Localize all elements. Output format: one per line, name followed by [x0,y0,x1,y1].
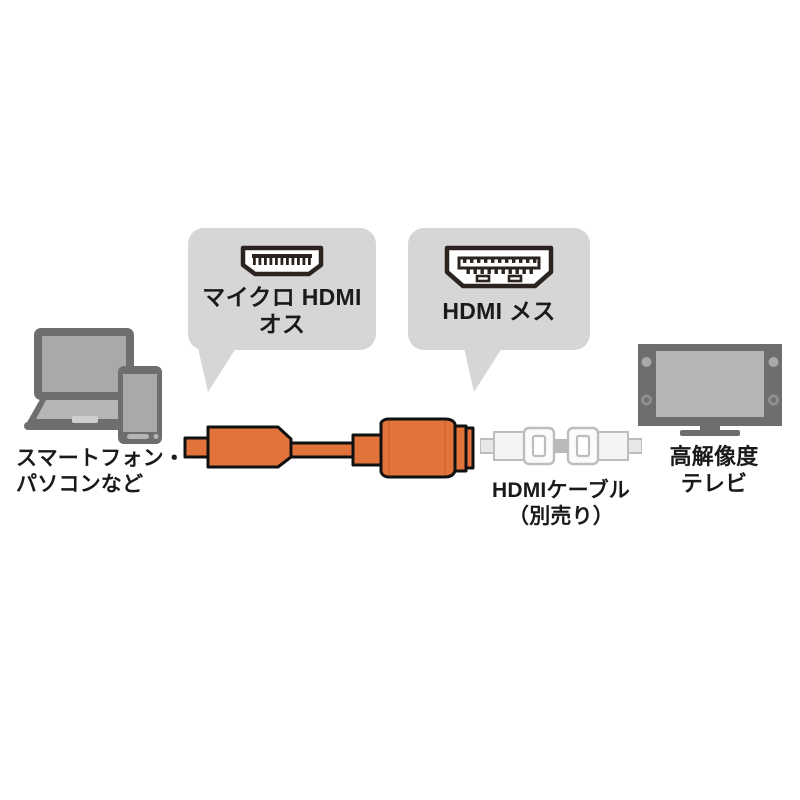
laptop-and-smartphone-illustration [24,328,162,444]
hdmi-cable-illustration [480,426,642,466]
bubble-body-micro-hdmi: マイクロ HDMI オス [188,228,376,350]
bubble-body-hdmi-female: HDMI メス [408,228,590,350]
bubble-label-micro-hdmi: マイクロ HDMI オス [202,284,362,338]
bubble-tail-micro-hdmi [198,348,236,392]
micro-hdmi-male-port-icon [240,245,324,277]
flat-screen-tv-illustration [638,344,782,436]
caption-source-device: スマートフォン・ パソコンなど [16,447,185,496]
caption-hdmi-cable: HDMIケーブル （別売り） [492,479,630,528]
bubble-tail-hdmi-female [464,348,502,392]
bubble-label-hdmi-female: HDMI メス [442,298,556,324]
micro-hdmi-to-hdmi-adapter-illustration [183,417,475,479]
caption-tv: 高解像度 テレビ [669,444,759,496]
hdmi-female-port-icon [444,245,554,289]
